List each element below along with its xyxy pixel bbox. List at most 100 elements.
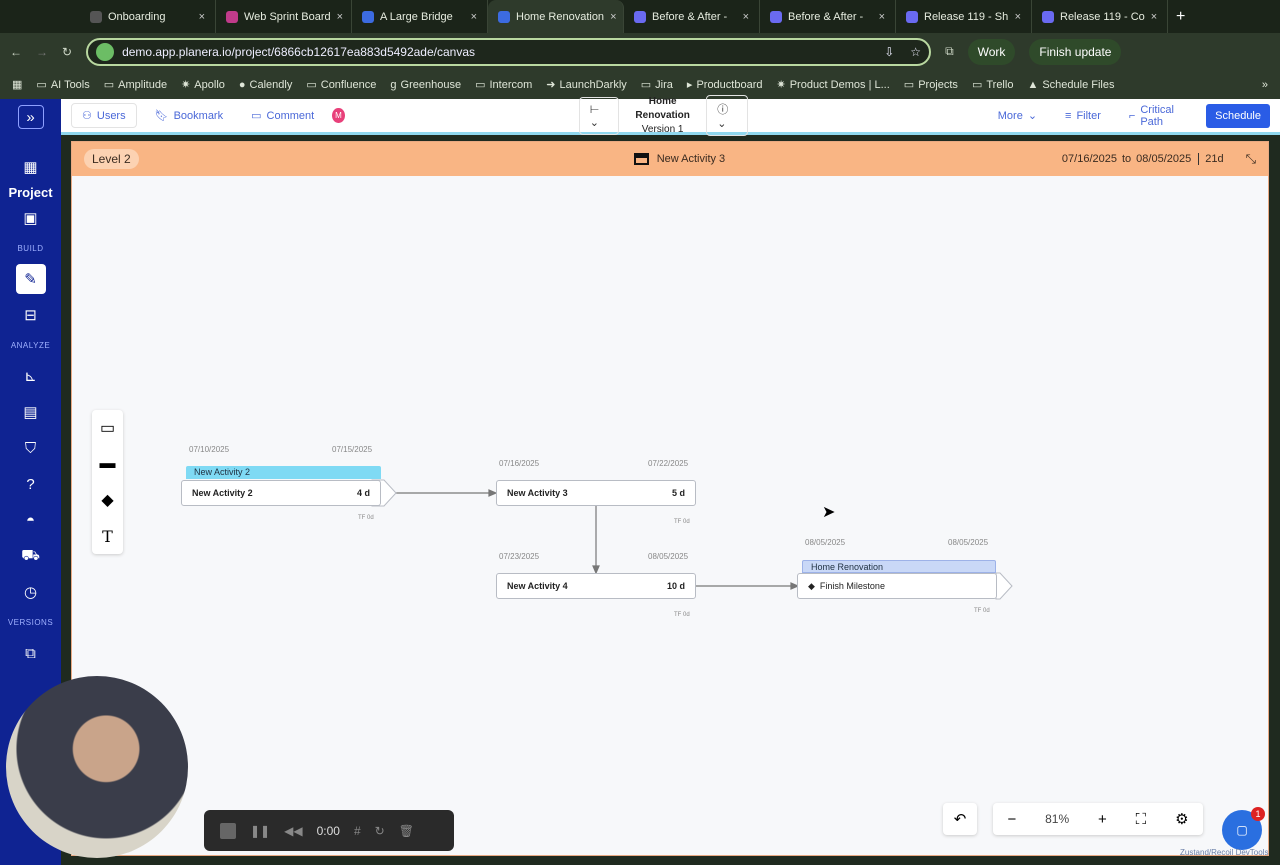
zoom-out-button[interactable]: −	[1007, 810, 1017, 828]
node-end-date: 07/22/2025	[648, 459, 689, 468]
zoom-controls: − 81% + ⛶ ⚙	[993, 803, 1203, 835]
url-field[interactable]: demo.app.planera.io/project/6866cb12617e…	[86, 37, 932, 66]
activity-block-icon[interactable]: ▬	[99, 455, 116, 473]
versions-icon[interactable]: ⧉	[25, 644, 36, 662]
new-tab-button[interactable]: +	[1176, 7, 1186, 25]
node-start-date: 08/05/2025	[805, 538, 846, 547]
users-button[interactable]: ⚇Users	[71, 103, 137, 128]
forward-icon[interactable]: →	[36, 44, 48, 59]
browser-tab[interactable]: Release 119 - Co×	[1032, 0, 1168, 33]
bookmark-item[interactable]: ✷ Product Demos | L...	[776, 78, 890, 92]
stop-icon[interactable]	[220, 822, 236, 839]
close-icon[interactable]: ×	[336, 10, 344, 23]
avatar[interactable]: M	[332, 108, 345, 123]
bookmark-item[interactable]: ▭ Jira	[640, 78, 673, 92]
filter-button[interactable]: ≡Filter	[1055, 105, 1111, 127]
grid-icon[interactable]: ▦	[23, 159, 38, 176]
rectangle-icon[interactable]: ▭	[99, 420, 116, 438]
apps-icon[interactable]: ▦	[12, 79, 23, 91]
rewind-icon[interactable]: ◀◀	[284, 823, 303, 838]
diamond-icon[interactable]: ◆	[101, 491, 114, 509]
undo-button[interactable]: ↶	[943, 803, 977, 835]
question-icon[interactable]: ?	[26, 475, 35, 493]
dashboard-icon[interactable]: ▣	[23, 210, 38, 227]
bookmark-item[interactable]: ▲ Schedule Files	[1027, 78, 1115, 91]
schedule-button[interactable]: Schedule	[1206, 103, 1270, 128]
bookmarks-bar: ▦ ▭ AI Tools ▭ Amplitude ✷ Apollo ● Cale…	[0, 70, 1280, 99]
collapse-icon[interactable]: ⤡	[1245, 151, 1256, 166]
node-end-date: 07/15/2025	[332, 445, 373, 454]
bookmark-button[interactable]: 🔖︎Bookmark	[145, 104, 234, 127]
milestone-node[interactable]: ◆Finish Milestone	[797, 573, 997, 599]
bookmark-label: Bookmark	[173, 109, 224, 122]
bookmark-item[interactable]: ▭ AI Tools	[36, 78, 90, 92]
expand-sidebar-icon[interactable]: »	[17, 105, 44, 129]
close-icon[interactable]: ×	[1150, 10, 1158, 23]
extensions-icon[interactable]: ⧉	[945, 44, 954, 58]
bookmark-item[interactable]: ➜ LaunchDarkly	[546, 78, 627, 92]
activity-node[interactable]: New Activity 2 4 d	[181, 480, 381, 506]
resource-icon[interactable]: ⛟	[21, 546, 40, 564]
info-dropdown[interactable]: ⓘ ⌄	[706, 95, 748, 136]
bookmark-item[interactable]: ▭ Amplitude	[103, 78, 168, 92]
stopwatch-icon[interactable]: ◷	[23, 584, 38, 601]
more-dropdown[interactable]: More ⌄	[988, 104, 1047, 127]
settings-icon[interactable]: ⚙	[1175, 811, 1189, 828]
bookmark-item[interactable]: ● Calendly	[238, 78, 293, 91]
browser-tab[interactable]: Onboarding×	[80, 0, 216, 33]
hierarchy-dropdown[interactable]: ⊢ ⌄	[578, 96, 620, 135]
close-icon[interactable]: ×	[742, 10, 749, 23]
grid-icon[interactable]: #	[353, 823, 361, 838]
browser-tab[interactable]: A Large Bridge×	[352, 0, 488, 33]
devtools-link[interactable]: Zustand/Recoil DevTools	[1180, 848, 1269, 857]
gantt-icon[interactable]: ⊾	[24, 368, 37, 385]
project-name: Home Renovation	[635, 95, 690, 121]
profile-button[interactable]: Work	[967, 38, 1016, 65]
more-bookmarks-icon[interactable]: »	[1261, 78, 1268, 91]
zoom-in-button[interactable]: +	[1098, 810, 1107, 828]
bookmark-item[interactable]: ▭ Intercom	[475, 78, 533, 92]
calendar-icon[interactable]: ▤	[23, 404, 38, 421]
chat-button[interactable]: ▢ 1	[1222, 807, 1265, 850]
finish-update-button[interactable]: Finish update	[1029, 38, 1122, 65]
bookmark-item[interactable]: ▭ Trello	[971, 78, 1014, 92]
reload-icon[interactable]: ↻	[62, 44, 73, 59]
bookmark-item[interactable]: ▭ Projects	[903, 78, 958, 92]
bookmark-item[interactable]: ▭ Confluence	[306, 78, 377, 92]
bookmark-item[interactable]: g Greenhouse	[390, 78, 462, 91]
bookmark-item[interactable]: ▸ Productboard	[686, 78, 763, 92]
hardhat-icon[interactable]: ◓	[25, 511, 36, 529]
recorder-bar: ❚❚ ◀◀ 0:00 # ↻ 🗑︎	[204, 810, 454, 851]
install-icon[interactable]: ⇩	[884, 44, 895, 59]
node-name: New Activity 2	[192, 488, 253, 498]
close-icon[interactable]: ×	[470, 10, 477, 23]
trash-icon[interactable]: 🗑︎	[398, 823, 414, 838]
node-duration: 4 d	[356, 488, 370, 498]
text-icon[interactable]: T	[102, 526, 113, 546]
star-icon[interactable]: ☆	[910, 44, 922, 59]
shield-icon[interactable]: ⛉	[24, 439, 37, 457]
close-icon[interactable]: ×	[878, 10, 885, 23]
browser-tab[interactable]: Before & After -×	[624, 0, 760, 33]
fit-screen-icon[interactable]: ⛶	[1135, 810, 1147, 828]
browser-tab[interactable]: Release 119 - Sh×	[896, 0, 1032, 33]
close-icon[interactable]: ×	[610, 10, 617, 23]
browser-tab[interactable]: Before & After -×	[760, 0, 896, 33]
comment-button[interactable]: ▭Comment	[241, 104, 324, 127]
pencil-icon[interactable]: ✎	[15, 264, 46, 294]
bookmark-item[interactable]: ✷ Apollo	[181, 78, 225, 92]
node-total-float: TF 0d	[674, 519, 690, 525]
layout-icon[interactable]: ⊟	[24, 307, 37, 324]
back-icon[interactable]: ←	[10, 44, 22, 59]
close-icon[interactable]: ×	[198, 10, 205, 23]
browser-tab[interactable]: Web Sprint Board×	[216, 0, 352, 33]
restart-icon[interactable]: ↻	[374, 823, 385, 838]
close-icon[interactable]: ×	[1014, 10, 1021, 23]
browser-tab-active[interactable]: Home Renovation×	[488, 0, 624, 33]
critical-path-button[interactable]: ⌐Critical Path	[1119, 99, 1198, 133]
project-label[interactable]: Project	[8, 185, 53, 200]
pause-icon[interactable]: ❚❚	[250, 823, 271, 838]
